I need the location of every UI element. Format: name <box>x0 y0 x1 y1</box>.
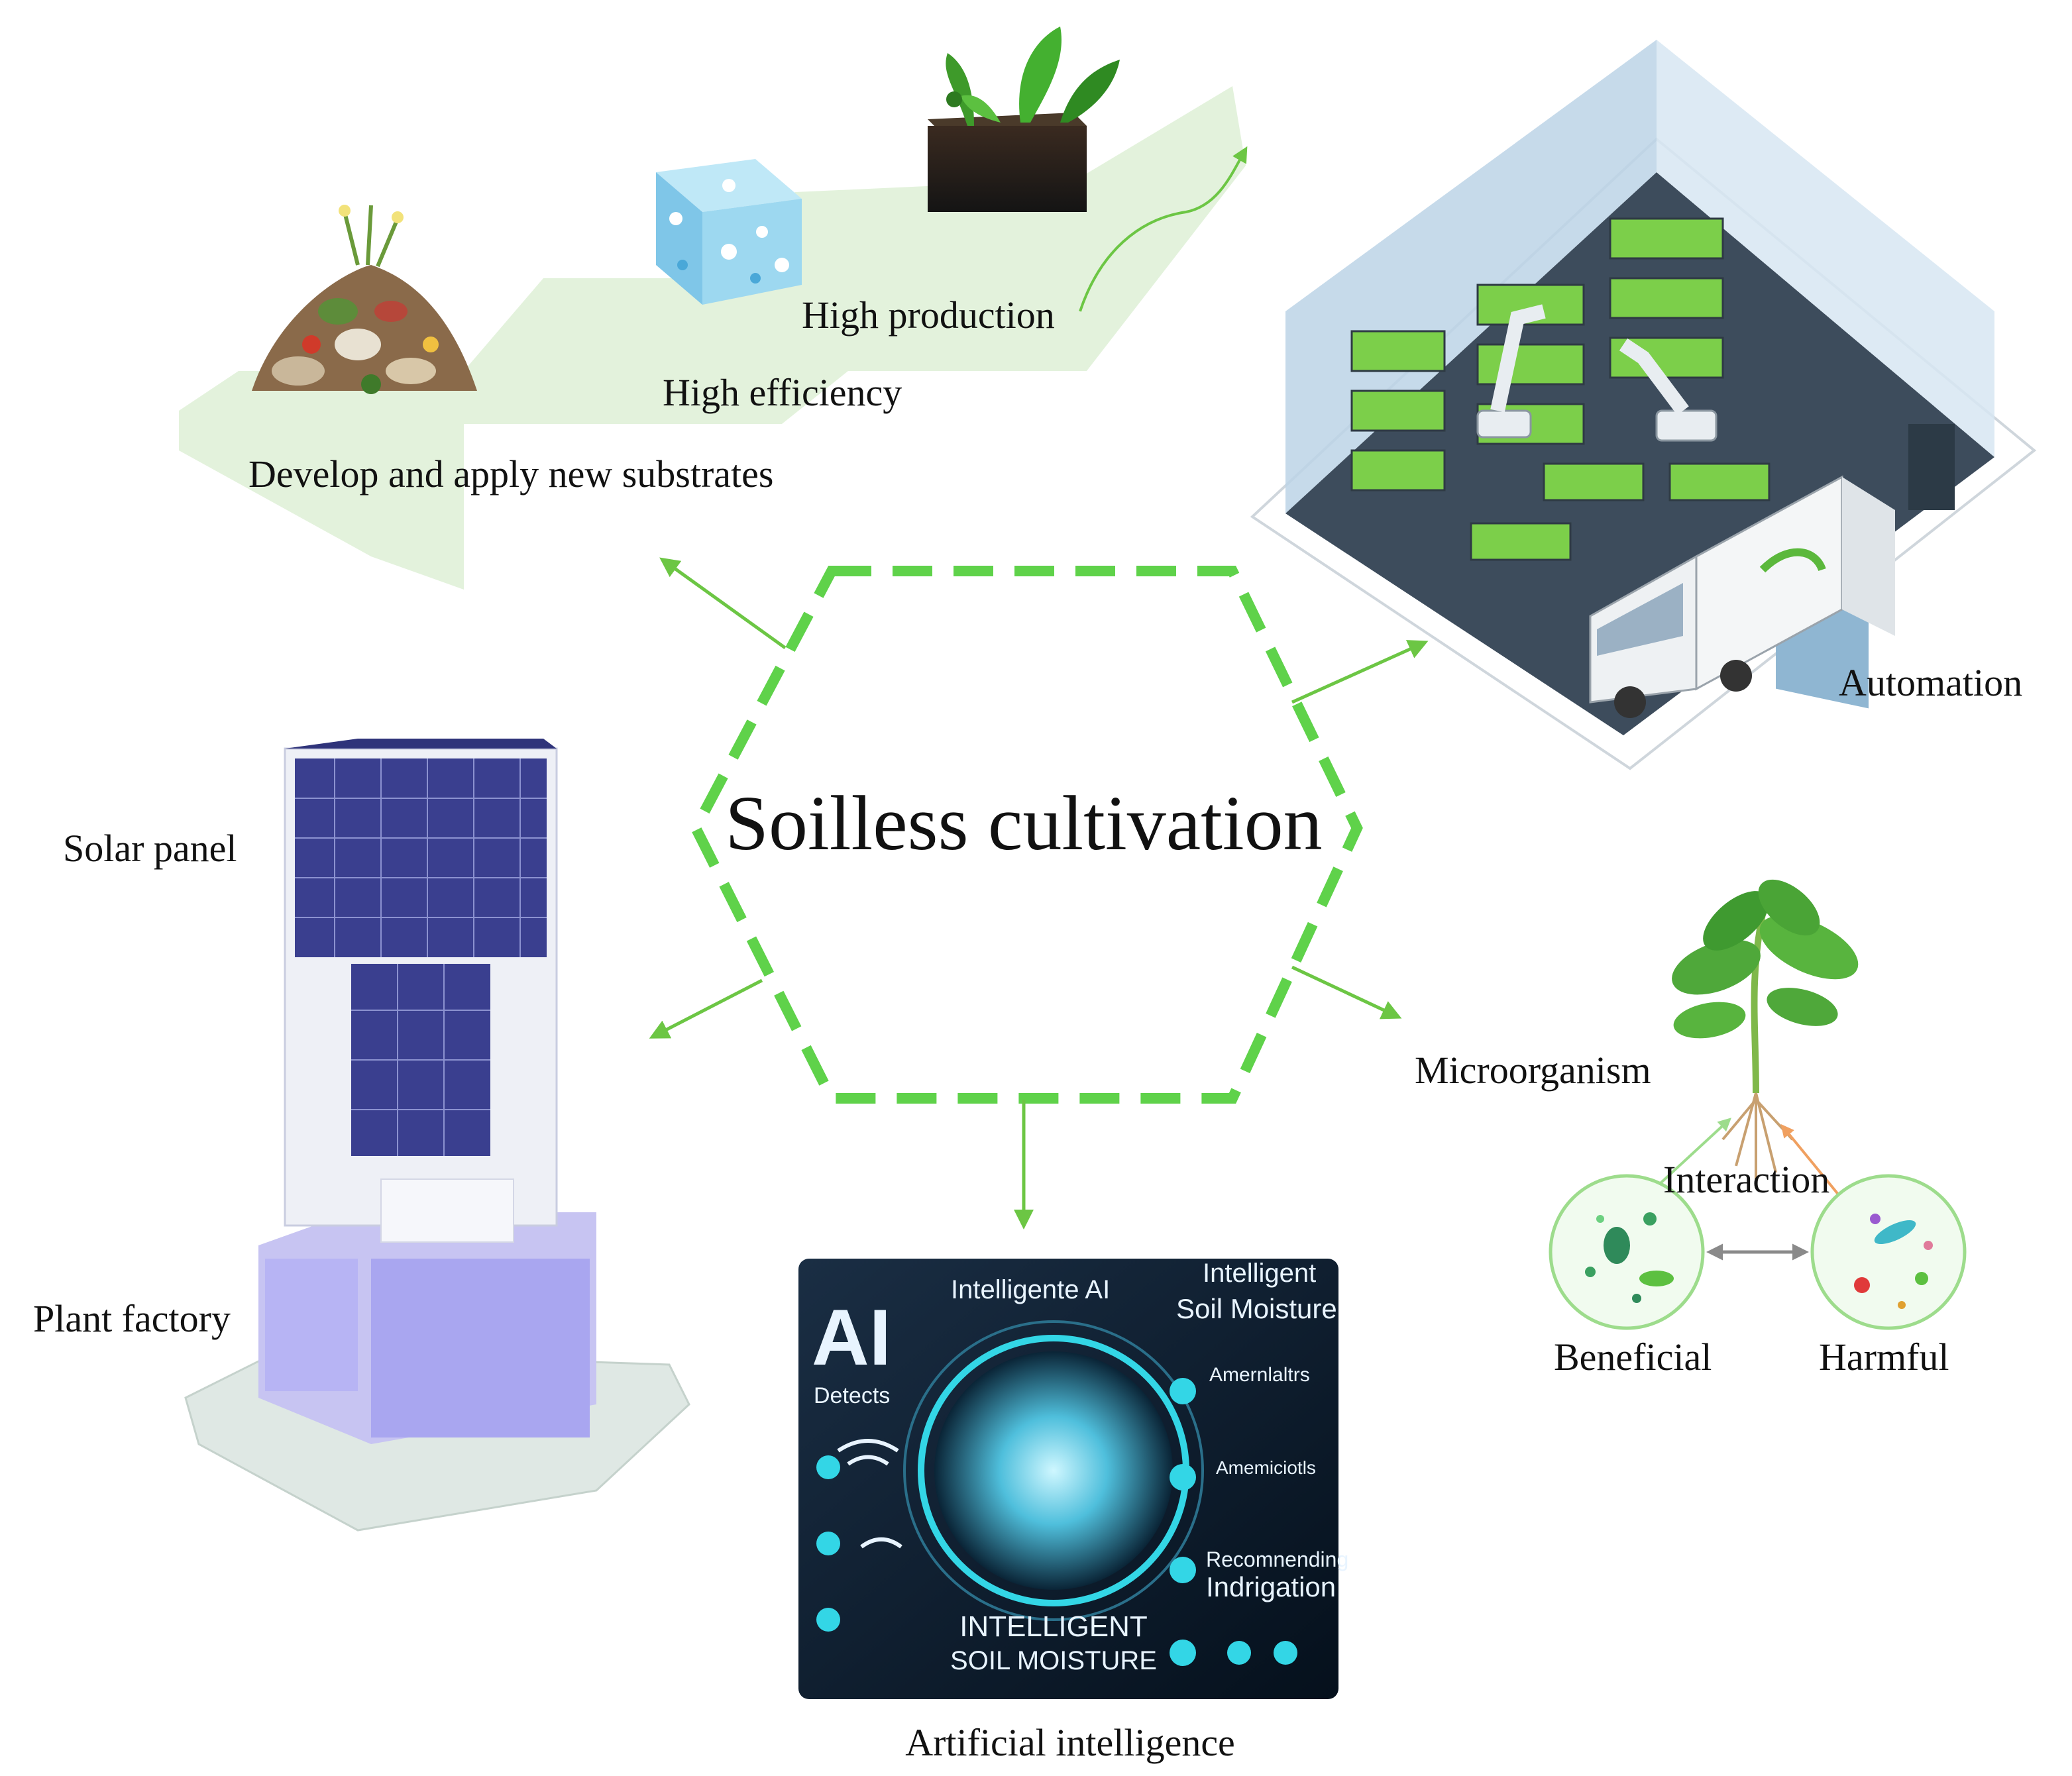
label-beneficial: Beneficial <box>1554 1335 1712 1379</box>
label-harmful: Harmful <box>1819 1335 1949 1379</box>
arrow-to-microorganism <box>1291 965 1402 1019</box>
label-high-efficiency: High efficiency <box>663 371 902 414</box>
ai-bottom-1: INTELLIGENT <box>959 1610 1148 1643</box>
tomato-plant-icon <box>1672 879 1859 1094</box>
microorganism-diagram: Microorganism Interaction Beneficial Har… <box>1415 879 1967 1379</box>
wifi-icon <box>837 1439 902 1549</box>
plant-factory-tower-image: Solar panel Plant factory <box>33 739 690 1532</box>
connector-arrows <box>649 557 1429 1229</box>
label-automation: Automation <box>1839 661 2022 704</box>
delivery-truck-icon <box>1589 475 1895 718</box>
growth-trend-arrow <box>1079 146 1248 312</box>
automation-room-image: Automation <box>1250 40 2037 770</box>
arrow-to-plant-factory <box>649 978 763 1039</box>
solar-panel-upper <box>295 758 547 957</box>
ai-item-3a: Recomnending <box>1206 1547 1348 1571</box>
ai-orb <box>934 1351 1173 1590</box>
label-interaction: Interaction <box>1663 1158 1829 1201</box>
ai-header-right-1: Intelligent <box>1203 1259 1316 1288</box>
compost-pile-image <box>252 205 477 394</box>
label-solar-panel: Solar panel <box>63 827 237 870</box>
label-plant-factory: Plant factory <box>33 1297 231 1340</box>
ai-item-2: Amemiciotls <box>1216 1457 1316 1478</box>
forklift-icon <box>1908 424 1955 510</box>
soil-block-seedlings-image <box>928 26 1120 212</box>
foam-substrate-cube-image <box>656 159 802 305</box>
label-microorganism: Microorganism <box>1415 1049 1651 1092</box>
ai-item-1: Amernlaltrs <box>1209 1364 1310 1386</box>
center-title: Soilless cultivation <box>725 780 1322 866</box>
label-artificial-intelligence: Artificial intelligence <box>905 1721 1235 1764</box>
robot-arm-icon <box>1476 304 1718 442</box>
ai-header-right-2: Soil Moisture <box>1176 1293 1337 1324</box>
hexagon-outline <box>690 566 1363 1104</box>
ai-big-label: AI <box>812 1293 891 1382</box>
ai-item-3b: Indrigation <box>1206 1571 1336 1602</box>
ai-header-left: Intelligente AI <box>951 1275 1110 1304</box>
ai-bottom-2: SOIL MOISTURE <box>950 1646 1157 1675</box>
beneficial-microbes-circle <box>1549 1174 1705 1330</box>
substrate-progression: High production High efficiency Develop … <box>179 26 1248 590</box>
ai-panel-image: AI Detects Intelligente AI Intelligent S… <box>798 1259 1348 1764</box>
center-hexagon: Soilless cultivation <box>690 566 1363 1104</box>
harmful-microbes-circle <box>1810 1174 1967 1330</box>
label-high-production: High production <box>802 293 1055 337</box>
ai-detects-label: Detects <box>814 1383 890 1408</box>
harmful-to-root-arrow <box>1780 1123 1843 1200</box>
label-develop-substrates: Develop and apply new substrates <box>248 452 773 496</box>
arrow-to-substrates <box>659 557 787 650</box>
arrow-to-automation <box>1291 640 1429 704</box>
